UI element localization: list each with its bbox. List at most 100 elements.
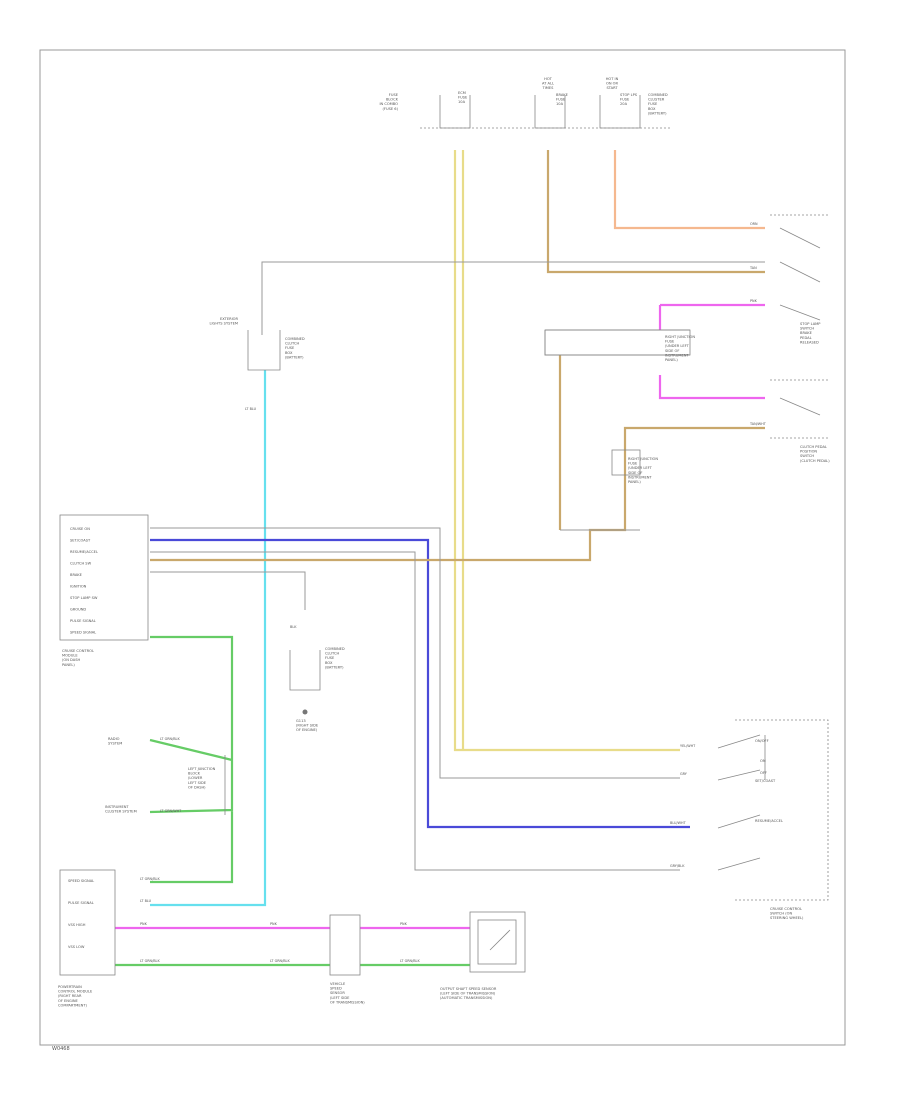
label-line: TIMES [542, 86, 555, 90]
label-line: COMBINED [325, 647, 345, 651]
label-line: HOT IN [606, 77, 619, 81]
label-line: (RIGHT REAR [58, 994, 82, 998]
label-line: OF ENGINE) [296, 728, 318, 732]
label-line: CRUISE CONTROL [62, 649, 94, 653]
cruise-switch-box [717, 719, 829, 901]
label-line: 10A [458, 100, 466, 104]
label-line: PEDAL [800, 336, 812, 340]
label-line: COMBINED [648, 93, 668, 97]
label-line: VSS LOW [68, 945, 85, 949]
label-line: SWITCH (ON [770, 912, 792, 916]
fuse-block-top [420, 95, 670, 129]
label-line: CRUISE ON [70, 527, 90, 531]
wire-gray-ground [150, 571, 306, 610]
label-line: (UNDER LEFT [665, 344, 690, 348]
wire-label-green-pcm: LT GRN/BLK [140, 877, 160, 881]
label-line: SIDE OF [628, 471, 642, 475]
wire-label-pink: PNK [750, 299, 758, 303]
label-line: BRAKE [556, 93, 569, 97]
label-line: CONTROL MODULE [58, 990, 93, 994]
label-line: FUSE [389, 93, 399, 97]
label-line: STOP LPS [620, 93, 638, 97]
label-line: ON OR [606, 82, 618, 86]
label-line: SPEED SIGNAL [68, 879, 94, 883]
label-line: OF ENGINE [58, 999, 79, 1003]
label-line: 10A [556, 102, 564, 106]
label-line: (AUTOMATIC TRANSMISSION) [440, 996, 493, 1000]
label-line: VEHICLE [330, 982, 346, 986]
label-line: BLOCK [386, 98, 399, 102]
label-line: COMBINED [285, 337, 305, 341]
label-line: PANEL) [628, 480, 641, 484]
label-line: PANEL) [665, 358, 678, 362]
label-line: BRAKE [70, 573, 83, 577]
label-line: OFF [760, 771, 767, 775]
label-line: (BATTERY) [285, 355, 304, 359]
label-line: (LEFT SIDE [330, 996, 350, 1000]
label-line: CRUISE CONTROL [770, 907, 802, 911]
label-line: BOX [285, 351, 293, 355]
label-line: (LOWER [188, 776, 203, 780]
label-line: CLUTCH [325, 652, 339, 656]
wire-gray-bottom [150, 551, 680, 871]
label-line: BOX [325, 661, 333, 665]
wire-label-green-bottom: LT GRN/BLK [140, 959, 160, 963]
label-line: RESUME/ACCEL [70, 550, 98, 554]
label-line: (BATTERY) [648, 111, 667, 115]
label-line: FUSE [665, 340, 675, 344]
wire-orange [613, 150, 765, 230]
label-line: G113 [296, 719, 306, 723]
label-line: RELEASED [800, 340, 819, 344]
wire-label-gray-black: GRY/BLK [670, 864, 685, 868]
label-line: BOX [648, 107, 656, 111]
label-line: CLUSTER [648, 98, 665, 102]
wire-label-cyan-bottom: LT BLU [140, 899, 152, 903]
label-line: IN COMBO [379, 102, 398, 106]
label-line: (RIGHT SIDE [296, 724, 319, 728]
label-line: SPEED SIGNAL [70, 631, 96, 635]
wire-green [149, 635, 234, 884]
label-line: OF TRANSMISSION) [330, 1000, 365, 1004]
label-line: (FUSE 6) [383, 107, 399, 111]
label-line: INSTRUMENT [105, 805, 129, 809]
label-line: EXTERIOR [220, 317, 239, 321]
label-line: GROUND [70, 608, 86, 612]
wire-label-gray: GRY [680, 772, 688, 776]
wire-label-pink-bottom: PNK [140, 922, 148, 926]
label-line: (BATTERY) [325, 665, 344, 669]
label-vss-sensor: OUTPUT SHAFT SPEED SENSOR(LEFT SIDE OF T… [440, 987, 497, 1000]
wire-pink [658, 303, 765, 400]
right-junction-box-2 [611, 449, 641, 476]
ground-relay [289, 650, 321, 715]
wire-label-black: BLK [290, 625, 297, 629]
label-line: POWERTRAIN [58, 985, 82, 989]
label-line: FUSE [325, 656, 335, 660]
label-line: CLUTCH PEDAL [800, 445, 827, 449]
pcm-box [59, 869, 116, 976]
wire-label-orange: ORN [750, 222, 758, 226]
wire-label-tan: TAN [749, 266, 757, 270]
label-line: HOT [544, 77, 553, 81]
wire-label-pink-bottom-2: PNK [270, 922, 278, 926]
label-line: CLUSTER SYSTEM [105, 810, 137, 814]
label-line: BRAKE [800, 331, 813, 335]
wire-labels: YEL/WHT GRY BLU/WHT GRY/BLK ORN TAN PNK … [140, 222, 767, 963]
label-line: AT ALL [542, 82, 554, 86]
stop-lamp-switch-box [770, 214, 830, 439]
label-line: LIGHTS SYSTEM [210, 322, 239, 326]
label-line: VSS HIGH [68, 923, 86, 927]
